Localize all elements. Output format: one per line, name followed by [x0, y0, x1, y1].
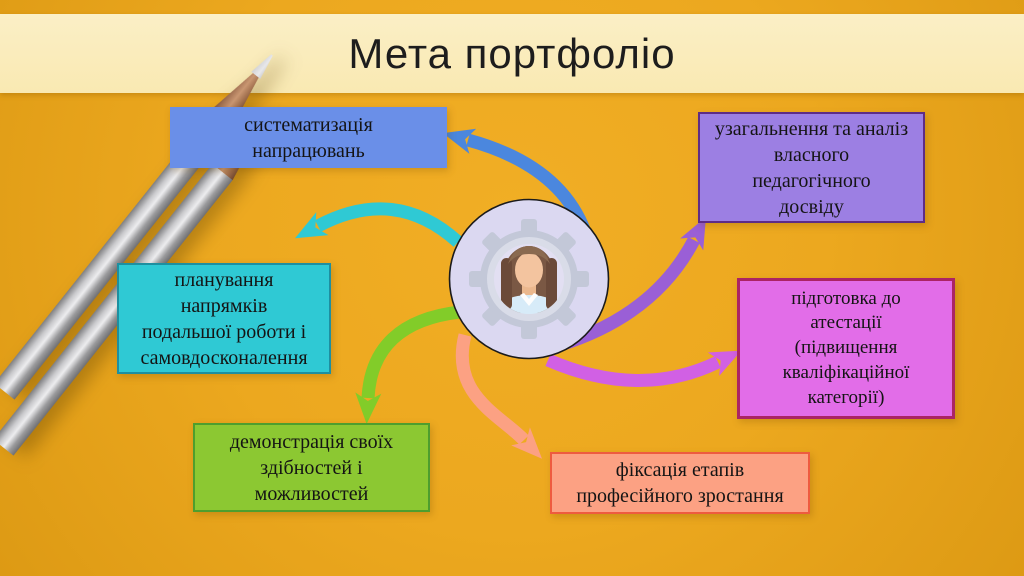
arrow-to-fixation — [455, 333, 543, 459]
arrow-to-demonstration — [355, 305, 461, 424]
box-demonstration: демонстрація своїх здібностей і можливос… — [193, 423, 430, 512]
box-planning: планування напрямків подальшої роботи і … — [117, 263, 331, 374]
box-analysis: узагальнення та аналіз власного педагогі… — [698, 112, 925, 223]
teacher-avatar — [494, 246, 564, 314]
center-hub — [448, 198, 610, 360]
page-title: Мета портфоліо — [348, 29, 676, 77]
title-banner: Мета портфоліо — [0, 14, 1024, 93]
teacher-avatar-in-gear-icon — [448, 198, 610, 360]
arrow-to-planning — [295, 202, 463, 247]
box-attestation: підготовка до атестації (підвищення квал… — [737, 278, 955, 419]
arrow-to-attestation — [545, 350, 742, 387]
box-systematization: систематизація напрацювань — [170, 107, 447, 168]
box-fixation: фіксація етапів професійного зростання — [550, 452, 810, 514]
